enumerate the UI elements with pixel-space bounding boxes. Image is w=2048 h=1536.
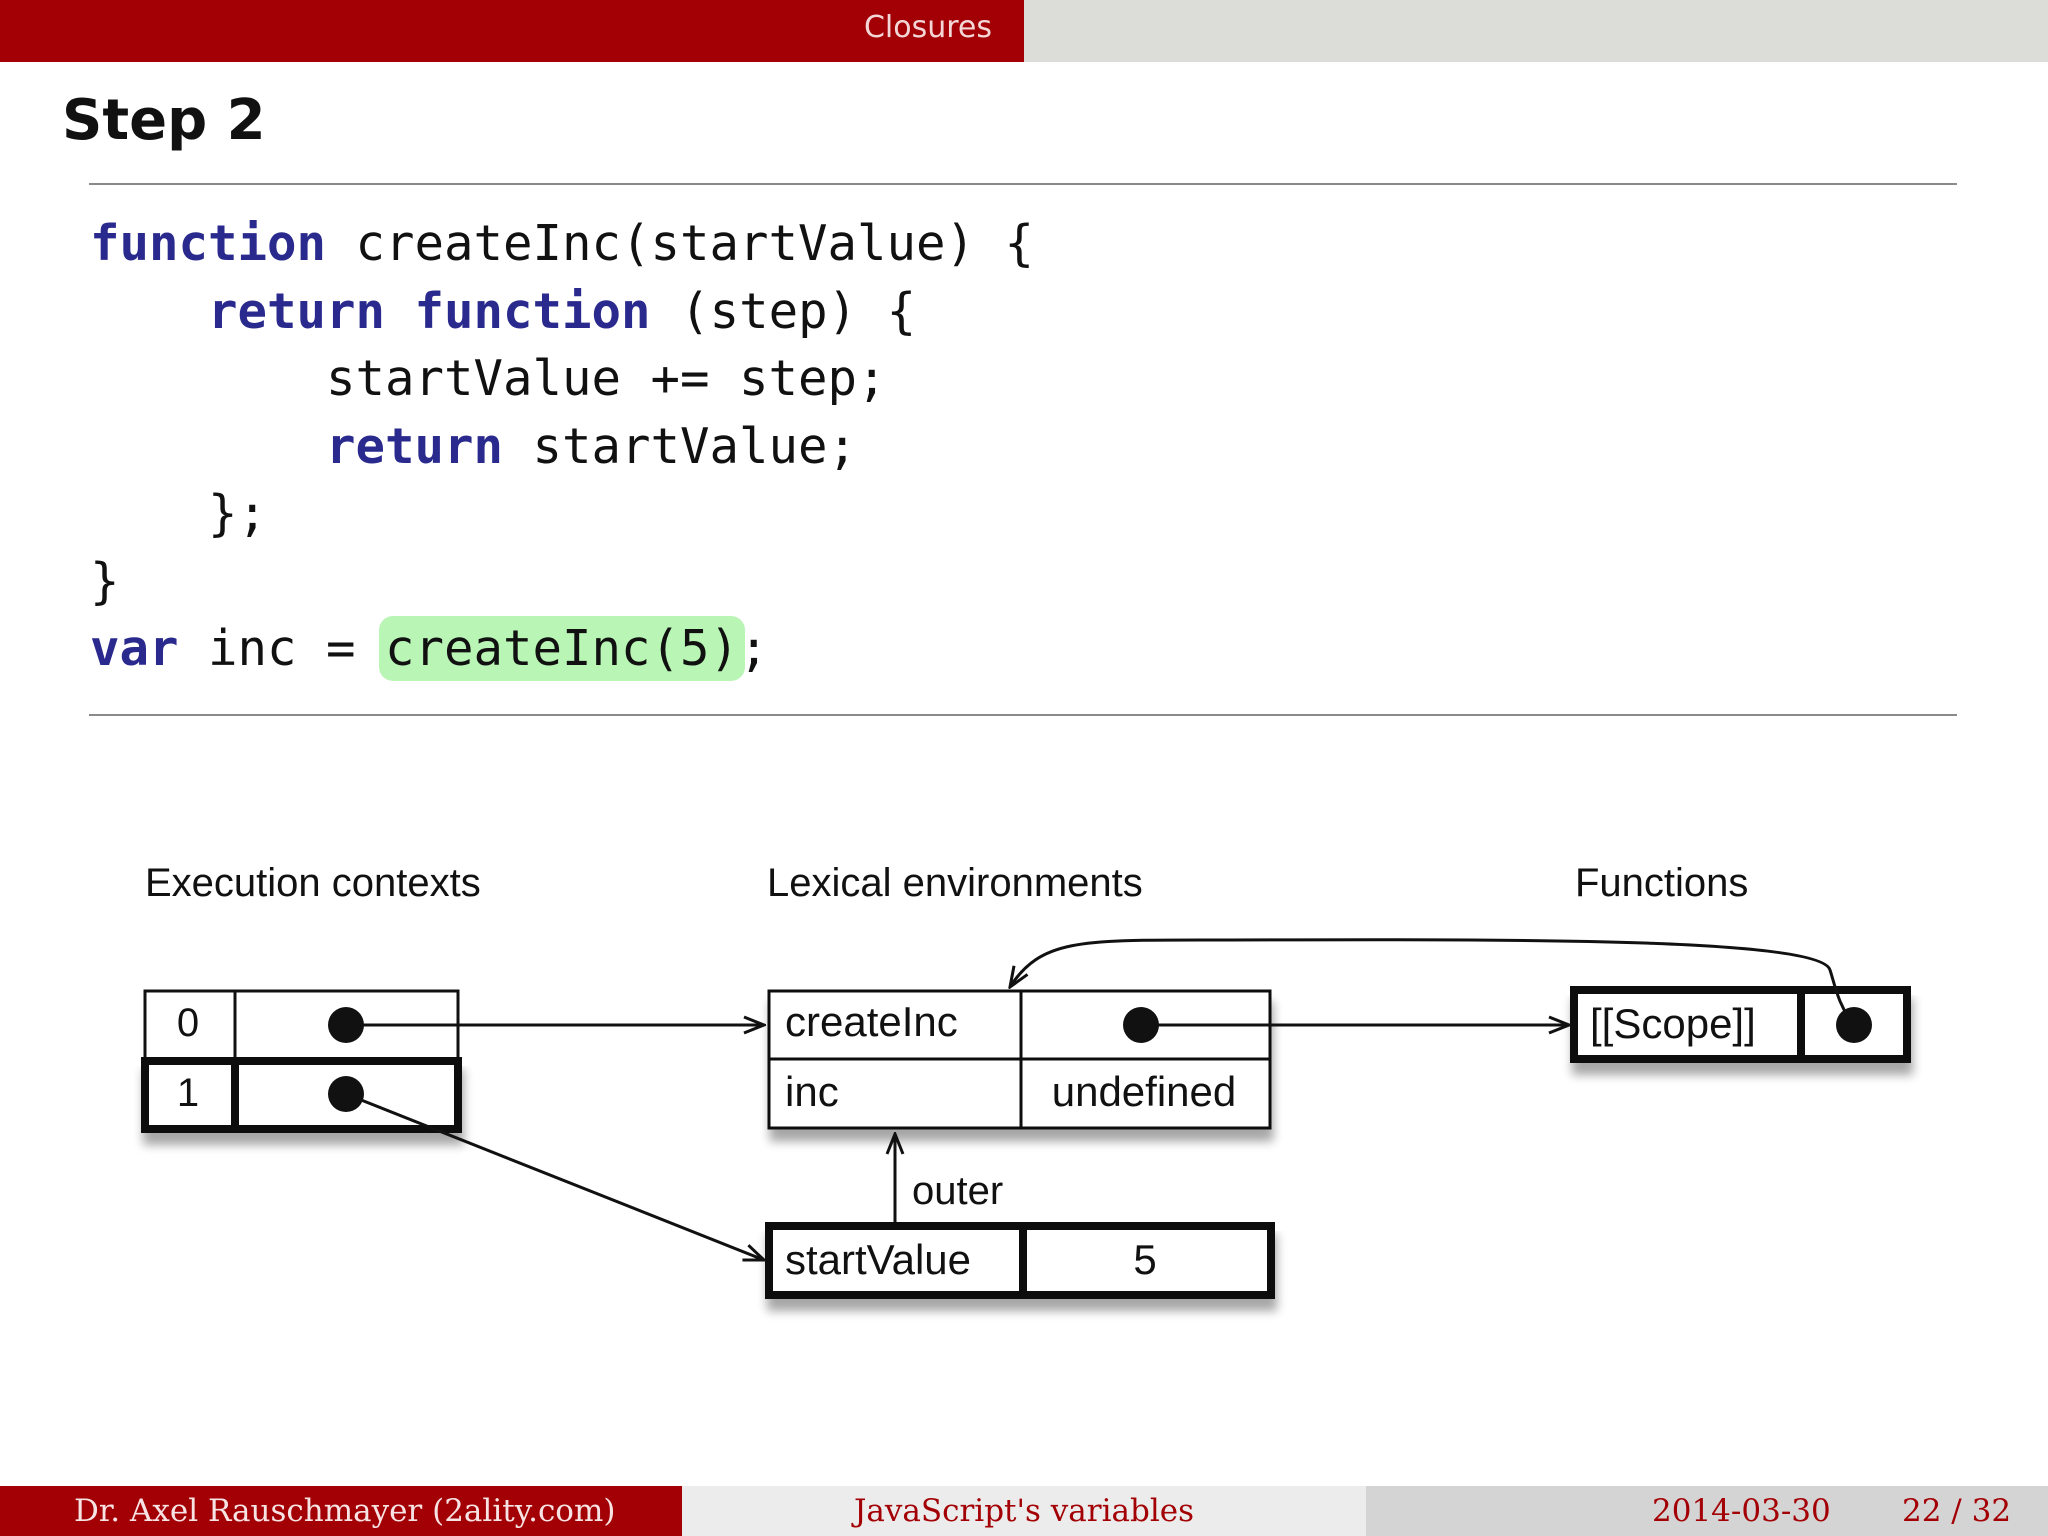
footer-author-segment: Dr. Axel Rauschmayer (2ality.com) — [0, 1486, 682, 1536]
section-title: Closures — [863, 10, 992, 45]
code-keyword: var — [90, 620, 179, 677]
top-bar-left: Closures — [0, 0, 1024, 62]
binding-name-startValue: startValue — [785, 1236, 971, 1283]
code-line: startValue += step; — [90, 345, 1034, 413]
footer-author: Dr. Axel Rauschmayer (2ality.com) — [74, 1493, 616, 1529]
code-text: inc = — [178, 620, 386, 677]
context-index-0: 0 — [177, 1001, 199, 1045]
code-keyword: return — [326, 417, 504, 475]
code-keyword: return — [208, 282, 386, 340]
execution-context-stack: 0 1 — [141, 989, 462, 1133]
footer-date: 2014-03-30 — [1652, 1493, 1831, 1529]
code-highlighted-call: createInc(5) — [379, 616, 746, 681]
code-block: function createInc(startValue) { return … — [90, 210, 1034, 683]
code-text: (step) { — [650, 282, 917, 340]
top-bar: Closures — [0, 0, 2048, 62]
binding-name-createInc: createInc — [785, 998, 958, 1045]
outer-label: outer — [912, 1169, 1003, 1213]
code-text: ; — [739, 620, 769, 677]
top-bar-right — [1024, 0, 2048, 62]
code-text: } — [90, 552, 120, 610]
code-line: return startValue; — [90, 413, 1034, 481]
call-environment — [765, 1222, 1275, 1299]
footer-talk-title: JavaScript's variables — [853, 1493, 1195, 1529]
code-text: }; — [90, 485, 268, 542]
code-text: createInc(startValue) { — [326, 215, 1035, 272]
environment-diagram: Execution contexts Lexical environments … — [141, 861, 1911, 1299]
code-text: startValue += step; — [90, 350, 887, 407]
footer-page-number: 22 / 32 — [1902, 1493, 2012, 1529]
context-index-1: 1 — [177, 1071, 199, 1115]
binding-value-startValue: 5 — [1133, 1236, 1156, 1283]
global-environment — [767, 989, 1272, 1130]
code-keyword: function — [90, 215, 327, 272]
arrow-context1-to-call-env — [345, 1092, 764, 1260]
heading-functions: Functions — [1575, 861, 1748, 905]
slide-title: Step 2 — [62, 88, 266, 153]
arrow-scope-to-global-env — [1010, 938, 1856, 1026]
code-text: startValue; — [503, 417, 858, 475]
code-line: var inc = createInc(5); — [90, 615, 1034, 683]
heading-execution-contexts: Execution contexts — [145, 861, 481, 905]
scope-slot-label: [[Scope]] — [1590, 1000, 1756, 1047]
binding-name-inc: inc — [785, 1068, 839, 1115]
code-line: } — [90, 548, 1034, 616]
code-top-rule — [89, 183, 1957, 185]
footer-date-segment: 2014-03-30 22 / 32 — [1366, 1486, 2048, 1536]
binding-value-inc: undefined — [1052, 1068, 1237, 1115]
footer-title-segment: JavaScript's variables — [682, 1486, 1366, 1536]
heading-lexical-environments: Lexical environments — [767, 861, 1143, 905]
code-line: }; — [90, 480, 1034, 548]
code-line: function createInc(startValue) { — [90, 210, 1034, 278]
code-keyword: function — [414, 282, 651, 340]
code-bottom-rule — [89, 714, 1957, 716]
code-line: return function (step) { — [90, 278, 1034, 346]
footer: Dr. Axel Rauschmayer (2ality.com) JavaSc… — [0, 1486, 2048, 1536]
